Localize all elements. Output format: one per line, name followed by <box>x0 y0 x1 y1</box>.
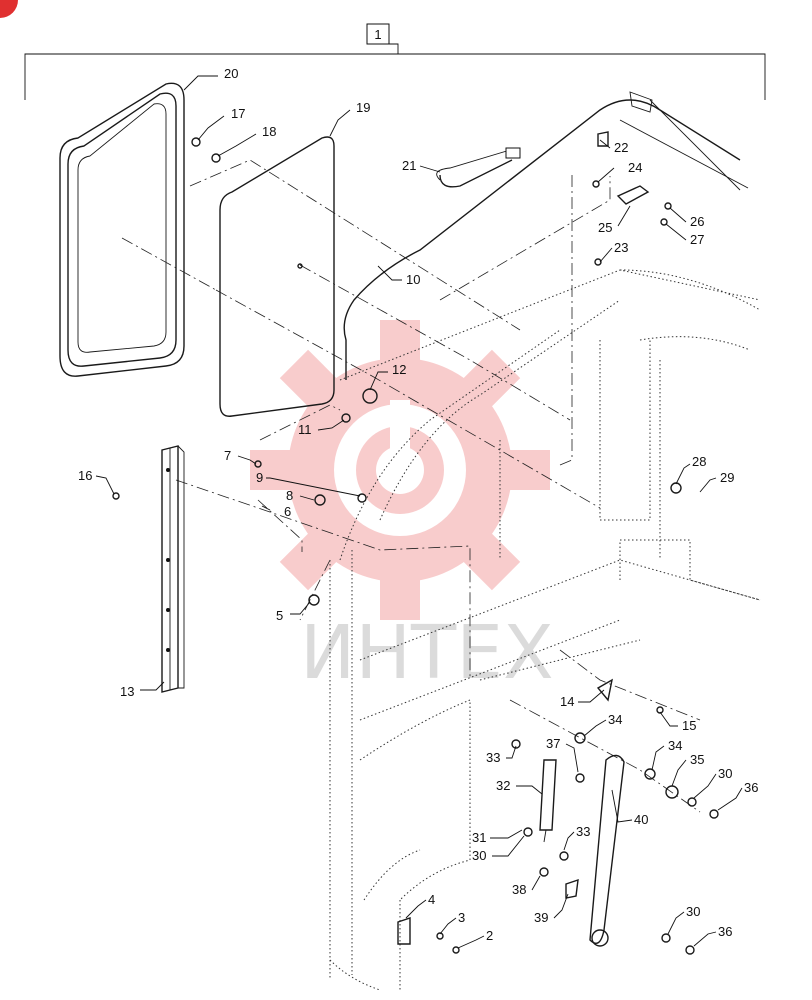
callout-18: 18 <box>262 124 276 139</box>
callout-15: 15 <box>682 718 696 733</box>
callout-33a: 33 <box>486 750 500 765</box>
callout-28: 28 <box>692 454 706 469</box>
callout-27: 27 <box>690 232 704 247</box>
callout-26: 26 <box>690 214 704 229</box>
gas-strut <box>539 759 557 843</box>
callout-32: 32 <box>496 778 510 793</box>
callout-23: 23 <box>614 240 628 255</box>
callout-35: 35 <box>690 752 704 767</box>
callout-10: 10 <box>406 272 420 287</box>
callout-37: 37 <box>546 736 560 751</box>
callout-36a: 36 <box>744 780 758 795</box>
callout-2: 2 <box>486 928 493 943</box>
callout-31: 31 <box>472 830 486 845</box>
callout-30b: 30 <box>472 848 486 863</box>
callout-22: 22 <box>614 140 628 155</box>
assembly-bracket: 1 <box>24 23 766 100</box>
door-check-rod <box>589 754 625 947</box>
corner-badge <box>0 0 18 18</box>
assembly-centerlines <box>121 159 701 813</box>
callout-11: 11 <box>298 422 312 437</box>
cab-outline <box>329 269 761 991</box>
glass-panel <box>219 136 335 417</box>
callout-30a: 30 <box>718 766 732 781</box>
watermark-gear-logo <box>250 320 550 620</box>
callout-leaders <box>95 75 743 949</box>
callout-34a: 34 <box>608 712 622 727</box>
callout-4: 4 <box>428 892 435 907</box>
callout-33b: 33 <box>576 824 590 839</box>
callout-7: 7 <box>224 448 231 463</box>
callout-3: 3 <box>458 910 465 925</box>
watermark-text: ИНТЕХ <box>300 610 554 696</box>
callout-16: 16 <box>78 468 92 483</box>
callout-39: 39 <box>534 910 548 925</box>
callout-20: 20 <box>224 66 238 81</box>
callout-13: 13 <box>120 684 134 699</box>
callout-17: 17 <box>231 106 245 121</box>
callout-29: 29 <box>720 470 734 485</box>
callout-14: 14 <box>560 694 574 709</box>
pillar-strip <box>161 445 185 693</box>
fasteners <box>112 137 719 955</box>
callout-30c: 30 <box>686 904 700 919</box>
callout-9: 9 <box>256 470 263 485</box>
callout-25: 25 <box>598 220 612 235</box>
window-seal-frame <box>59 82 185 377</box>
callout-labels: 20 17 18 19 21 22 24 25 26 27 23 10 12 1… <box>78 66 758 943</box>
callout-8: 8 <box>286 488 293 503</box>
wiper-cable <box>343 91 749 380</box>
callout-34b: 34 <box>668 738 682 753</box>
callout-19: 19 <box>356 100 370 115</box>
callout-6: 6 <box>284 504 291 519</box>
callout-24: 24 <box>628 160 642 175</box>
callout-12: 12 <box>392 362 406 377</box>
callout-38: 38 <box>512 882 526 897</box>
callout-36b: 36 <box>718 924 732 939</box>
callout-21: 21 <box>402 158 416 173</box>
assembly-label: 1 <box>374 27 381 42</box>
callout-5: 5 <box>276 608 283 623</box>
callout-40: 40 <box>634 812 648 827</box>
